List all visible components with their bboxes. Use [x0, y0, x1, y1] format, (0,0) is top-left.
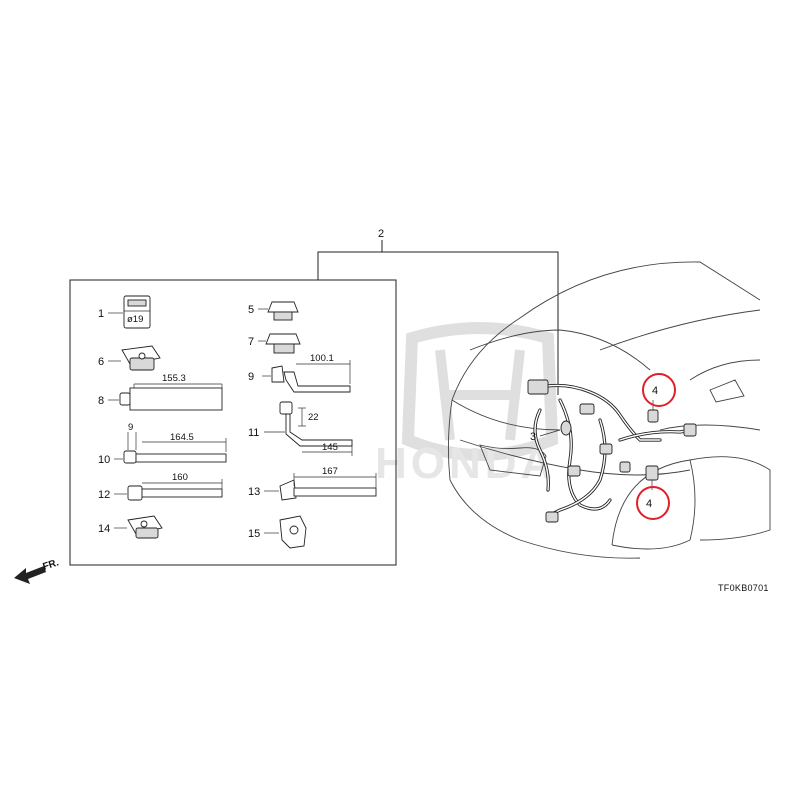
dim-13: 167 — [322, 466, 338, 477]
figure-code: TF0KB0701 — [718, 583, 769, 593]
part-13-band-clip — [279, 473, 377, 501]
part-6-clip — [121, 345, 161, 371]
parts-kit-box — [69, 279, 397, 566]
engine-wire-harness — [527, 379, 697, 523]
car-front-outline — [447, 261, 771, 559]
callout-13: 13 — [248, 486, 260, 498]
part-1-connector: ø19 — [123, 295, 151, 329]
dim-12: 160 — [172, 472, 188, 483]
front-direction-arrow-icon — [14, 566, 46, 584]
dim-10-small: 9 — [128, 422, 133, 433]
callout-7: 7 — [248, 336, 254, 348]
callout-2: 2 — [378, 228, 384, 240]
callout-6: 6 — [98, 356, 104, 368]
callout-1: 1 — [98, 308, 104, 320]
callout-5: 5 — [248, 304, 254, 316]
dim-11: 145 — [322, 442, 338, 453]
callout-4-upper: 4 — [652, 385, 658, 397]
part-14-clip — [127, 515, 163, 539]
part-9-band-clip — [271, 360, 351, 393]
dim-11-small: 22 — [308, 412, 319, 423]
part-7-clip — [265, 333, 301, 354]
part-2-leader — [317, 251, 559, 395]
part-4-bolt-lower — [645, 465, 659, 490]
highlight-circle-4-upper — [642, 373, 676, 407]
dim-10: 164.5 — [170, 432, 194, 443]
part-12-band-clip — [127, 479, 223, 501]
part-8-band-clip — [119, 383, 223, 411]
part-5-clip — [267, 301, 299, 321]
callout-11: 11 — [248, 427, 259, 439]
dim-8: 155.3 — [162, 373, 186, 384]
callout-15: 15 — [248, 528, 260, 540]
callout-12: 12 — [98, 489, 110, 501]
callout-8: 8 — [98, 395, 104, 407]
part-11-band-clip — [279, 401, 353, 456]
highlight-circle-4-lower — [636, 486, 670, 520]
direction-label: FR. — [42, 557, 61, 573]
part-1-marking: ø19 — [127, 314, 143, 325]
part-15-bracket — [279, 515, 307, 549]
callout-14: 14 — [98, 523, 110, 535]
honda-wordmark-watermark: HONDA — [375, 439, 556, 488]
callout-9: 9 — [248, 371, 254, 383]
honda-logo-watermark: HONDA — [375, 322, 559, 488]
callout-4-lower: 4 — [646, 498, 652, 510]
callout-3: 3 — [530, 431, 536, 443]
dim-9: 100.1 — [310, 353, 334, 364]
callout-10: 10 — [98, 454, 110, 466]
part-10-band-clip — [123, 432, 227, 464]
